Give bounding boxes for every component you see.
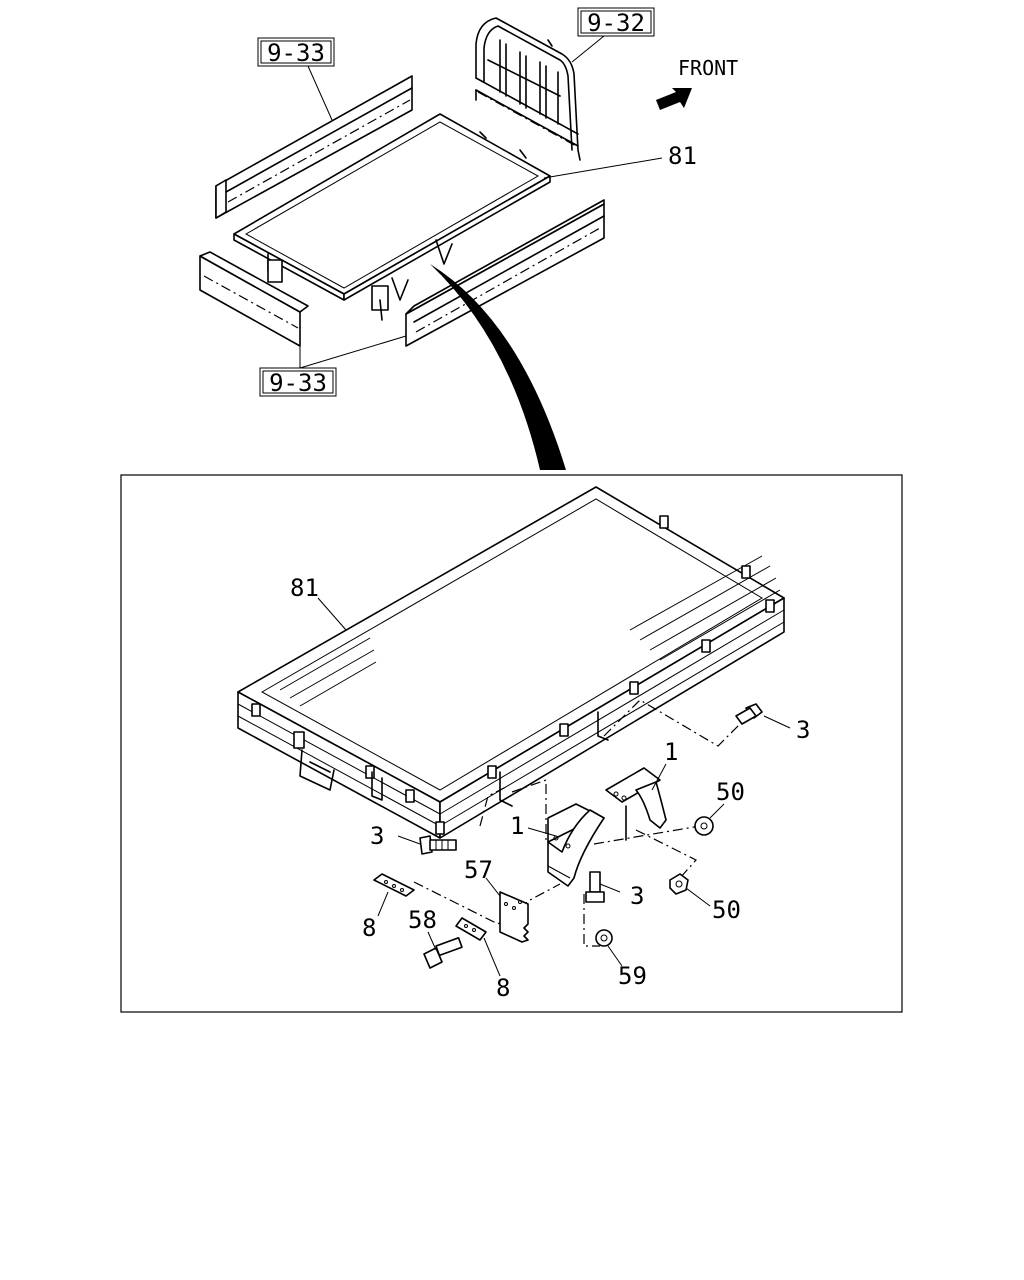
bolt-center bbox=[585, 871, 605, 903]
headboard-rack bbox=[475, 17, 581, 161]
detail-assembly: 81 3 1 50 3 1 3 50 57 8 58 8 59 bbox=[237, 486, 810, 1002]
ref-box-9-33-upper[interactable]: 9-33 bbox=[257, 37, 335, 67]
bolt-lower bbox=[423, 936, 463, 969]
front-label: FRONT bbox=[678, 56, 738, 80]
leader-81-top bbox=[543, 157, 663, 179]
detail-leader-bolt-left bbox=[479, 785, 509, 827]
callout-81-detail: 81 bbox=[290, 574, 319, 602]
leader-9-33-lower-b bbox=[299, 335, 407, 369]
shim-left bbox=[373, 873, 415, 897]
callout-57: 57 bbox=[464, 856, 493, 884]
ref-box-9-32[interactable]: 9-32 bbox=[577, 7, 655, 37]
left-bracket bbox=[547, 803, 605, 887]
callout-50-lower: 50 bbox=[712, 896, 741, 924]
ref-box-9-33-lower[interactable]: 9-33 bbox=[259, 367, 337, 397]
overview-platform bbox=[233, 113, 551, 321]
lower-side-gate-left bbox=[199, 251, 309, 347]
ref-label-9-33-lower: 9-33 bbox=[269, 369, 327, 397]
washer-upper bbox=[694, 816, 714, 836]
callout-81-overview: 81 bbox=[668, 142, 697, 170]
callout-3-left: 3 bbox=[370, 822, 384, 850]
detail-leader-nut bbox=[635, 829, 697, 879]
overview-assembly: 9-33 9-32 9-33 FRONT 81 bbox=[199, 7, 738, 470]
callout-1-right: 1 bbox=[664, 738, 678, 766]
callout-3-center: 3 bbox=[630, 882, 644, 910]
bolt-left bbox=[419, 835, 457, 855]
ref-label-9-33-upper: 9-33 bbox=[267, 39, 325, 67]
callout-1-left: 1 bbox=[510, 812, 524, 840]
plate bbox=[499, 891, 529, 943]
callout-50-upper: 50 bbox=[716, 778, 745, 806]
ref-label-9-32: 9-32 bbox=[587, 9, 645, 37]
leader-9-32 bbox=[571, 35, 605, 63]
detail-leader-bolt-upper bbox=[603, 699, 743, 747]
detail-leader-shim bbox=[413, 881, 561, 925]
detail-frame bbox=[120, 474, 903, 1013]
bolt-upper bbox=[735, 703, 763, 725]
leader-9-33-upper bbox=[307, 65, 333, 121]
right-bracket bbox=[605, 767, 667, 841]
shim-right bbox=[455, 917, 487, 941]
detail-platform bbox=[237, 486, 785, 839]
callout-59: 59 bbox=[618, 962, 647, 990]
detail-leader-washer-upper bbox=[593, 825, 701, 845]
nut bbox=[669, 873, 689, 895]
callout-8-right: 8 bbox=[496, 974, 510, 1002]
washer-lower bbox=[595, 929, 613, 947]
callout-8-left: 8 bbox=[362, 914, 376, 942]
callout-58: 58 bbox=[408, 906, 437, 934]
upper-side-gate bbox=[215, 75, 413, 219]
callout-3-upper: 3 bbox=[796, 716, 810, 744]
front-arrow-icon bbox=[656, 88, 692, 110]
detail-leader-washer bbox=[583, 894, 600, 947]
detail-pointer-sweep bbox=[430, 264, 566, 470]
